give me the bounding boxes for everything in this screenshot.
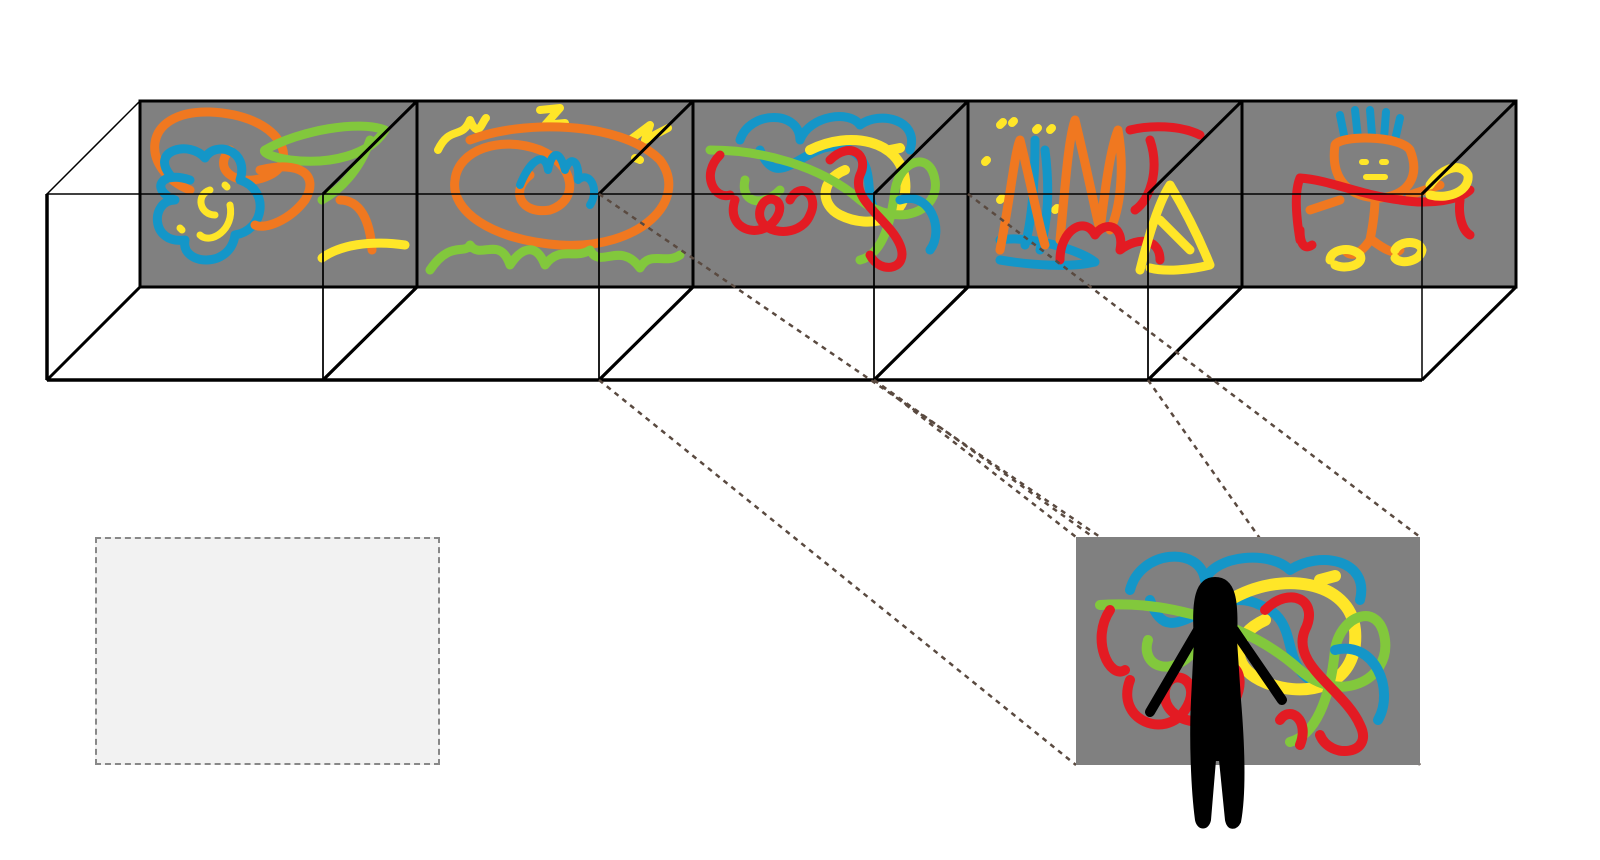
stroke-3-5 bbox=[895, 193, 941, 255]
scribble-artworks bbox=[150, 104, 1475, 275]
box-2-edge-bl bbox=[321, 285, 419, 382]
projection-line-5 bbox=[967, 193, 1421, 538]
box-3-edge-tl bbox=[598, 100, 694, 195]
viewer-left-arm bbox=[1145, 625, 1203, 717]
projection-line-4 bbox=[598, 192, 1101, 539]
box-4-edge-bl bbox=[872, 285, 970, 382]
projection-line-1 bbox=[598, 379, 1077, 766]
stroke-1-4 bbox=[259, 121, 390, 205]
stroke-2-1 bbox=[434, 104, 672, 164]
viewer-right-arm bbox=[1229, 625, 1287, 705]
box-5 bbox=[1146, 99, 1518, 382]
viewer-silhouette bbox=[1145, 576, 1287, 829]
box-wireframes bbox=[45, 99, 1518, 382]
stroke-5-3 bbox=[1359, 159, 1389, 180]
box-1-edge-bl bbox=[45, 285, 142, 382]
painting-4-vertical-scribble bbox=[981, 115, 1215, 275]
box-5-edge-br bbox=[1420, 285, 1518, 382]
enlarged-stroke-5 bbox=[1330, 643, 1390, 725]
box-5-edge-tl bbox=[1147, 100, 1243, 195]
stroke-5-1 bbox=[1336, 106, 1404, 144]
box-5-edge-bl bbox=[1146, 285, 1244, 382]
stroke-1-2 bbox=[152, 144, 265, 265]
stroke-1-3 bbox=[176, 181, 235, 242]
viewer-body bbox=[1190, 576, 1245, 829]
enlarged-painting bbox=[1076, 537, 1420, 829]
stroke-4-5 bbox=[1135, 180, 1215, 275]
box-3-edge-bl bbox=[597, 285, 695, 382]
stroke-2-3 bbox=[516, 151, 599, 209]
stroke-3-1 bbox=[735, 112, 917, 220]
stroke-3-4 bbox=[705, 146, 907, 272]
projection-line-3 bbox=[873, 378, 1094, 539]
box-4-edge-tl bbox=[873, 100, 969, 195]
box-2-edge-tl bbox=[322, 100, 418, 195]
stroke-4-1 bbox=[981, 117, 1061, 214]
box-5-edge-tr bbox=[1420, 99, 1518, 196]
painting-5-figure-scribble bbox=[1291, 106, 1475, 272]
stroke-1-6 bbox=[317, 238, 410, 263]
enlarged-stroke-1 bbox=[1125, 551, 1367, 685]
enlarged-stroke-2 bbox=[1224, 570, 1362, 696]
painting-1-flower-scribble bbox=[150, 107, 410, 265]
box-1-edge-tl bbox=[46, 100, 141, 195]
empty-dashed-frame bbox=[95, 537, 440, 765]
stroke-5-2 bbox=[1305, 133, 1445, 259]
stroke-2-4 bbox=[425, 240, 685, 275]
